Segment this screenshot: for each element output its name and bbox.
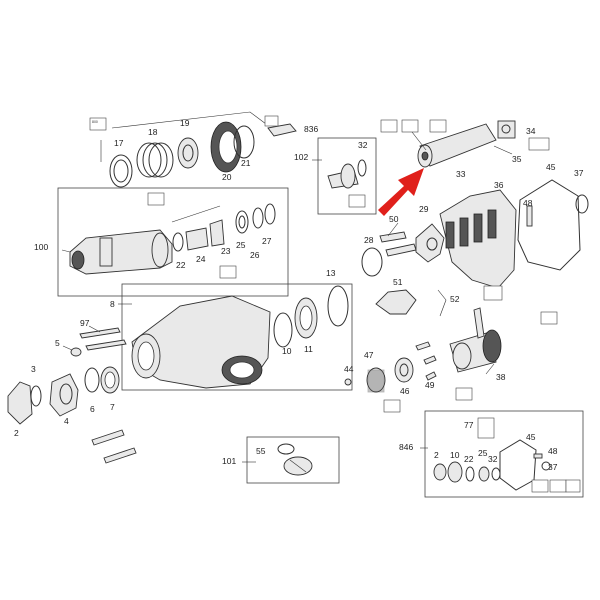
chuck-parts [7,327,137,464]
label-22-kit: 22 [464,454,474,464]
assembly-box-101 [246,436,340,484]
label-100: 100 [34,242,48,252]
label-10: 10 [282,346,292,356]
label-33: 33 [456,169,466,179]
gearbox-housing-8 [118,285,349,389]
label-13: 13 [326,268,336,278]
label-77: 77 [464,420,474,430]
label-17: 17 [114,138,124,148]
shaft-assembly-33 [380,119,550,168]
label-45-kit: 45 [526,432,536,442]
label-51: 51 [393,277,403,287]
label-8: 8 [110,299,115,309]
label-101: 101 [222,456,236,466]
label-836: 836 [304,124,318,134]
leader-lines [61,159,495,463]
label-44: 44 [344,364,354,374]
spec-note-38 [540,311,558,325]
label-21: 21 [241,158,251,168]
motor-shaft-38 [449,307,502,401]
label-2-kit: 2 [434,450,439,460]
label-6: 6 [90,404,95,414]
spec-note-text: 800 [92,120,98,124]
label-45: 45 [546,162,556,172]
mid-right-parts [361,223,447,317]
gasket-45 [517,179,581,271]
label-48-kit: 48 [548,446,558,456]
pin-48 [526,205,533,227]
label-846: 846 [399,442,413,452]
label-25-kit: 25 [478,448,488,458]
label-97: 97 [80,318,90,328]
label-50: 50 [389,214,399,224]
label-23: 23 [221,246,231,256]
label-36: 36 [494,180,504,190]
spindle-group-100 [69,192,276,279]
label-37: 37 [574,168,584,178]
label-18: 18 [148,127,158,137]
label-35: 35 [512,154,522,164]
gear-group-top [100,111,267,188]
label-26: 26 [250,250,260,260]
label-5: 5 [55,338,60,348]
label-55: 55 [256,446,266,456]
assembly-box-8 [121,283,353,391]
label-19: 19 [180,118,190,128]
part-number-labels: 2 3 4 5 6 7 8 10 11 13 17 18 19 20 21 22… [14,118,584,472]
label-27: 27 [262,236,272,246]
kit-846 [433,417,581,493]
lower-mid-parts [344,341,437,413]
label-32-kit: 32 [488,454,498,464]
label-37-kit: 37 [548,462,558,472]
bearing-group-102 [327,159,367,208]
assembly-box-846 [424,410,584,498]
label-49: 49 [425,380,435,390]
assembly-box-100 [57,187,289,297]
label-32: 32 [358,140,368,150]
gear-housing-36 [439,189,517,301]
label-46: 46 [400,386,410,396]
label-47: 47 [364,350,374,360]
oring-37 [575,194,589,214]
label-38: 38 [496,372,506,382]
label-10-kit: 10 [450,450,460,460]
label-24: 24 [196,254,206,264]
label-25: 25 [236,240,246,250]
label-20: 20 [222,172,232,182]
label-7: 7 [110,402,115,412]
label-11: 11 [304,344,313,354]
cap-group-101 [277,443,313,476]
clip-836 [264,115,297,137]
label-2: 2 [14,428,19,438]
label-48: 48 [523,198,533,208]
assembly-box-102 [317,137,377,215]
spec-note-17 [89,117,107,131]
label-29: 29 [419,204,429,214]
highlight-arrow [378,168,424,216]
label-4: 4 [64,416,69,426]
label-102: 102 [294,152,308,162]
label-3: 3 [31,364,36,374]
label-34: 34 [526,126,536,136]
label-28: 28 [364,235,374,245]
label-52: 52 [450,294,460,304]
label-22: 22 [176,260,186,270]
